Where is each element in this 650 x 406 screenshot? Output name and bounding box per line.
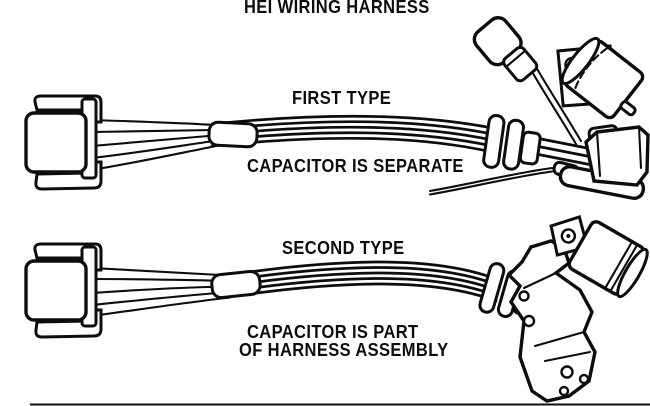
bracket-hole [560, 365, 574, 379]
ground-lead-wire [428, 166, 554, 196]
connector-bottom-latch [34, 308, 103, 339]
bracket-folds [522, 271, 592, 363]
harness-connector [24, 94, 103, 191]
second-harness [24, 215, 649, 403]
bracket-hole [522, 314, 536, 328]
first-harness [24, 16, 650, 200]
diagram-title: HEI WIRING HARNESS [244, 0, 430, 18]
mount-screw-center [566, 234, 571, 238]
grommet [482, 114, 542, 171]
first-type-caption: CAPACITOR IS SEPARATE [247, 155, 464, 177]
harness-sleeve [207, 120, 259, 149]
capacitor-attached [549, 215, 649, 299]
sleeve-wrap [207, 120, 259, 149]
connector-edges [595, 125, 643, 178]
second-type-label: SECOND TYPE [282, 237, 405, 259]
wire-bundle [210, 114, 494, 154]
connector-body [24, 111, 88, 174]
terminal-boot [472, 16, 539, 83]
capacitor-separate [556, 36, 645, 120]
grommet-rib [482, 114, 506, 169]
mounting-bracket [506, 239, 597, 403]
first-type-label: FIRST TYPE [292, 87, 392, 109]
capacitor-band [604, 241, 638, 291]
wire-fan [90, 118, 216, 172]
connector-block [584, 125, 650, 187]
grommet-rib [502, 118, 525, 171]
bracket-hole [578, 373, 590, 385]
capacitor-cap [616, 247, 649, 299]
grommet-rib [478, 262, 506, 314]
connector-bottom-latch [34, 160, 103, 191]
second-type-caption-line1: CAPACITOR IS PART [247, 321, 419, 343]
bracket-hole [518, 290, 530, 302]
harness-sleeve [210, 269, 262, 300]
capacitor-cap-line [573, 47, 608, 91]
capacitor-terminal [619, 100, 637, 117]
wire-fan [90, 266, 232, 318]
sleeve-wrap [210, 269, 262, 300]
bracket-plate [506, 239, 597, 403]
connector-wires [534, 136, 594, 167]
connector-body [24, 259, 88, 322]
harness-connector [24, 242, 103, 339]
boot-seam [505, 49, 527, 68]
bracket-hole [558, 385, 570, 397]
capacitor-cap [560, 36, 601, 86]
boot-neck [502, 45, 539, 83]
second-type-caption-line2: OF HARNESS ASSEMBLY [239, 339, 449, 361]
wire-bundle [226, 260, 498, 303]
distributor-connector [558, 124, 650, 200]
